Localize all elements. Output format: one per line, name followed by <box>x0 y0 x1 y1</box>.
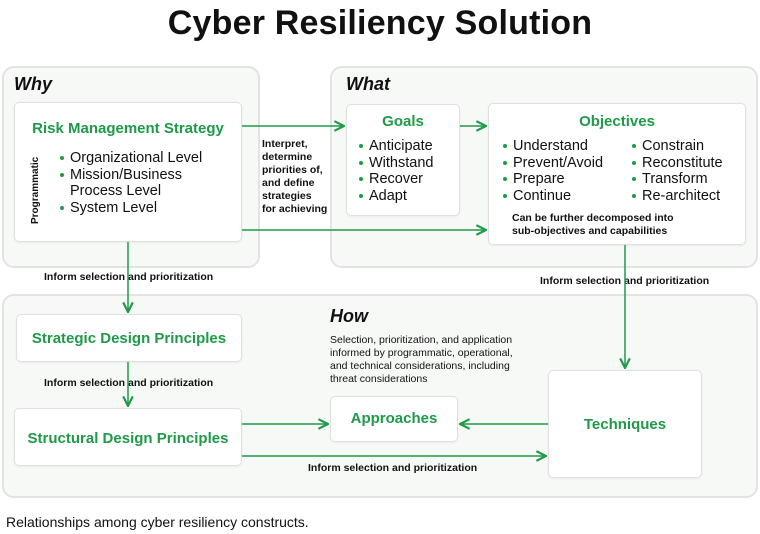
list-item: Continue <box>503 188 627 205</box>
how-note: Selection, prioritization, and applicati… <box>330 334 513 385</box>
list-item: Adapt <box>359 188 459 205</box>
list-item: Understand <box>503 138 627 155</box>
bullet-icon <box>359 177 363 181</box>
objectives-title: Objectives <box>579 113 655 130</box>
list-item: Mission/Business <box>60 167 240 184</box>
list-item: Reconstitute <box>632 155 744 172</box>
structural-design-principles-title: Structural Design Principles <box>27 430 229 447</box>
bullet-icon <box>503 177 507 181</box>
how-label: How <box>330 306 368 326</box>
bullet-icon <box>632 160 636 165</box>
bullet-icon <box>503 144 507 148</box>
list-item: Organizational Level <box>60 150 240 167</box>
inform-label-structural: Inform selection and prioritization <box>308 462 478 474</box>
strategic-design-principles-card <box>16 314 242 362</box>
list-item: Anticipate <box>359 138 459 155</box>
bullet-icon <box>60 156 64 160</box>
approaches-card <box>330 396 458 442</box>
risk-level-list: Organizational Level Mission/Business Pr… <box>60 150 240 216</box>
goals-title: Goals <box>382 113 424 130</box>
figure-caption: Relationships among cyber resiliency con… <box>6 514 309 530</box>
techniques-card <box>548 370 702 478</box>
approaches-title: Approaches <box>350 410 438 427</box>
interpret-text: Interpret, determine priorities of, and … <box>262 138 328 215</box>
objectives-list-right: Constrain Reconstitute Transform Re-arch… <box>632 138 744 204</box>
bullet-icon <box>632 193 636 198</box>
objectives-list-left: Understand Prevent/Avoid Prepare Continu… <box>503 138 627 204</box>
what-label: What <box>346 74 390 94</box>
list-item: Prepare <box>503 171 627 188</box>
bullet-icon <box>503 193 507 198</box>
bullet-icon <box>359 144 363 148</box>
bullet-icon <box>632 177 636 181</box>
goals-card <box>346 104 460 216</box>
list-item: System Level <box>60 200 240 217</box>
list-item: Prevent/Avoid <box>503 155 627 172</box>
bullet-icon <box>60 172 64 177</box>
page-title: Cyber Resiliency Solution <box>167 4 593 42</box>
list-item: Withstand <box>359 155 459 172</box>
risk-management-title: Risk Management Strategy <box>32 120 224 137</box>
goals-list: Anticipate Withstand Recover Adapt <box>359 138 459 204</box>
list-item: Recover <box>359 171 459 188</box>
bullet-icon <box>359 160 363 165</box>
strategic-design-principles-title: Strategic Design Principles <box>31 330 227 347</box>
list-item: Constrain <box>632 138 744 155</box>
structural-design-principles-card <box>14 408 242 466</box>
bullet-icon <box>359 193 363 198</box>
bullet-icon <box>632 144 636 148</box>
objectives-card <box>488 103 746 245</box>
techniques-title: Techniques <box>583 416 667 433</box>
objectives-note: Can be further decomposed into sub-objec… <box>512 212 674 237</box>
list-item: Re-architect <box>632 188 744 205</box>
bullet-icon <box>60 205 64 210</box>
list-item: Transform <box>632 171 744 188</box>
bullet-icon <box>503 160 507 165</box>
list-item: Process Level <box>70 183 162 199</box>
risk-management-card <box>14 102 242 242</box>
why-label: Why <box>14 74 52 94</box>
